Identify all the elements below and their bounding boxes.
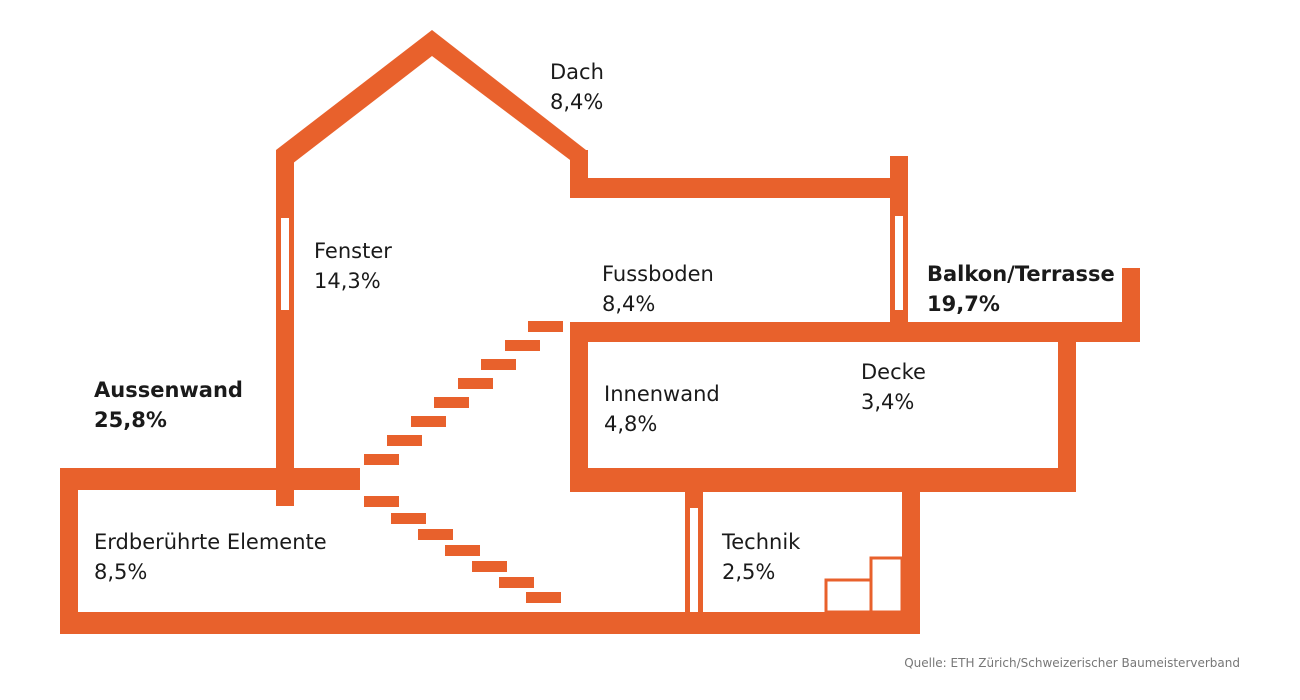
label-dach-value: 8,4% — [550, 90, 604, 114]
label-fussboden-value: 8,4% — [602, 292, 656, 316]
window-left-frame-r — [289, 218, 294, 310]
label-aussenwand: Aussenwand 25,8% — [94, 375, 243, 435]
balcony-upstand — [1122, 268, 1140, 342]
label-innenwand: Innenwand 4,8% — [604, 379, 720, 439]
outer-wall-right-upper-a — [890, 156, 908, 216]
mid-block-bottom — [570, 468, 1076, 492]
basement-left-wall — [60, 468, 78, 634]
stairs-down — [364, 496, 561, 603]
label-technik-name: Technik — [722, 530, 801, 554]
window-right-frame-l — [890, 216, 895, 310]
label-fenster-name: Fenster — [314, 239, 392, 263]
label-erdberuehrte-name: Erdberührte Elemente — [94, 530, 327, 554]
window-right-frame-r — [903, 216, 908, 310]
label-fenster-value: 14,3% — [314, 269, 381, 293]
mid-block-left-wall — [570, 322, 588, 492]
technik-duct-r — [698, 508, 703, 612]
label-innenwand-name: Innenwand — [604, 382, 720, 406]
ground-slab-left — [60, 468, 360, 490]
structure — [60, 30, 1140, 634]
label-aussenwand-value: 25,8% — [94, 408, 167, 432]
technik-duct-l — [685, 508, 690, 612]
label-fenster: Fenster 14,3% — [314, 236, 392, 296]
technik-units — [824, 556, 904, 614]
label-erdberuehrte: Erdberührte Elemente 8,5% — [94, 527, 327, 587]
label-erdberuehrte-value: 8,5% — [94, 560, 148, 584]
technik-unit-tall — [869, 556, 904, 614]
label-dach: Dach 8,4% — [550, 57, 604, 117]
technik-unit-small — [824, 578, 873, 614]
outer-wall-left-lower — [276, 310, 294, 506]
label-decke-value: 3,4% — [861, 390, 915, 414]
roof-right — [432, 30, 586, 172]
label-dach-name: Dach — [550, 60, 604, 84]
roof-left — [276, 30, 432, 164]
stairs-up — [364, 321, 563, 465]
label-decke: Decke 3,4% — [861, 357, 926, 417]
mid-block-right-wall — [1058, 342, 1076, 492]
label-balkon-name: Balkon/Terrasse — [927, 262, 1115, 286]
label-fussboden: Fussboden 8,4% — [602, 259, 714, 319]
technik-wall-top — [685, 490, 703, 508]
window-left-frame-l — [276, 218, 281, 310]
basement-floor — [60, 612, 920, 634]
label-technik: Technik 2,5% — [722, 527, 800, 587]
label-decke-name: Decke — [861, 360, 926, 384]
label-technik-value: 2,5% — [722, 560, 776, 584]
source-note: Quelle: ETH Zürich/Schweizerischer Baume… — [904, 656, 1240, 670]
label-balkon: Balkon/Terrasse 19,7% — [927, 259, 1115, 319]
label-balkon-value: 19,7% — [927, 292, 1000, 316]
basement-right-wall — [902, 490, 920, 634]
outer-wall-right-upper-b — [890, 310, 908, 322]
floor-slab — [570, 322, 1140, 342]
label-innenwand-value: 4,8% — [604, 412, 658, 436]
label-aussenwand-name: Aussenwand — [94, 378, 243, 402]
upper-flat-roof — [570, 178, 908, 198]
label-fussboden-name: Fussboden — [602, 262, 714, 286]
outer-wall-left-upper — [276, 150, 294, 218]
